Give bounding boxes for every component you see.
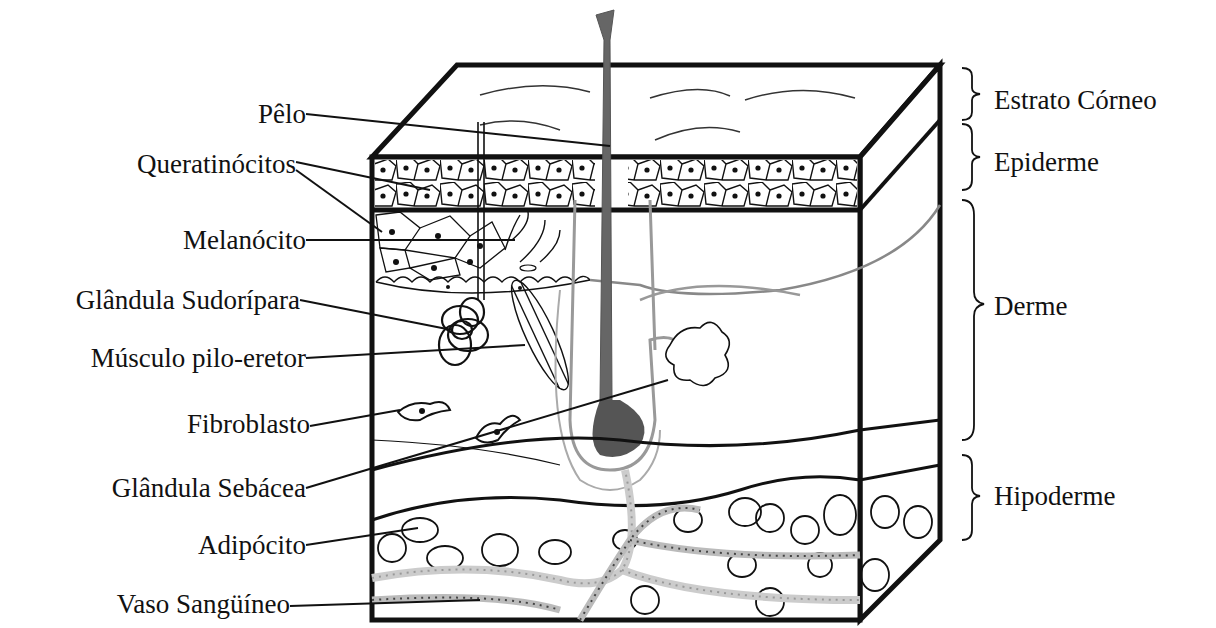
layer-label: Derme xyxy=(994,291,1067,321)
part-label: Vaso Sangüíneo xyxy=(117,589,290,619)
part-label: Adipócito xyxy=(198,530,306,560)
part-label: Melanócito xyxy=(183,225,306,255)
part-label: Músculo pilo-eretor xyxy=(91,343,306,373)
part-label: Fibroblasto xyxy=(187,409,310,439)
layer-brackets xyxy=(962,68,984,540)
part-label: Glândula Sudorípara xyxy=(76,285,300,315)
side-face xyxy=(860,65,940,620)
part-label: Pêlo xyxy=(258,99,306,129)
front-face xyxy=(372,157,860,620)
layer-label: Hipoderme xyxy=(994,481,1115,511)
top-face xyxy=(372,65,940,157)
layer-label: Epiderme xyxy=(994,147,1099,177)
part-label: Glândula Sebácea xyxy=(112,473,306,503)
leader-lines xyxy=(290,114,668,606)
part-label: Queratinócitos xyxy=(137,149,296,179)
layer-label: Estrato Córneo xyxy=(994,85,1157,115)
